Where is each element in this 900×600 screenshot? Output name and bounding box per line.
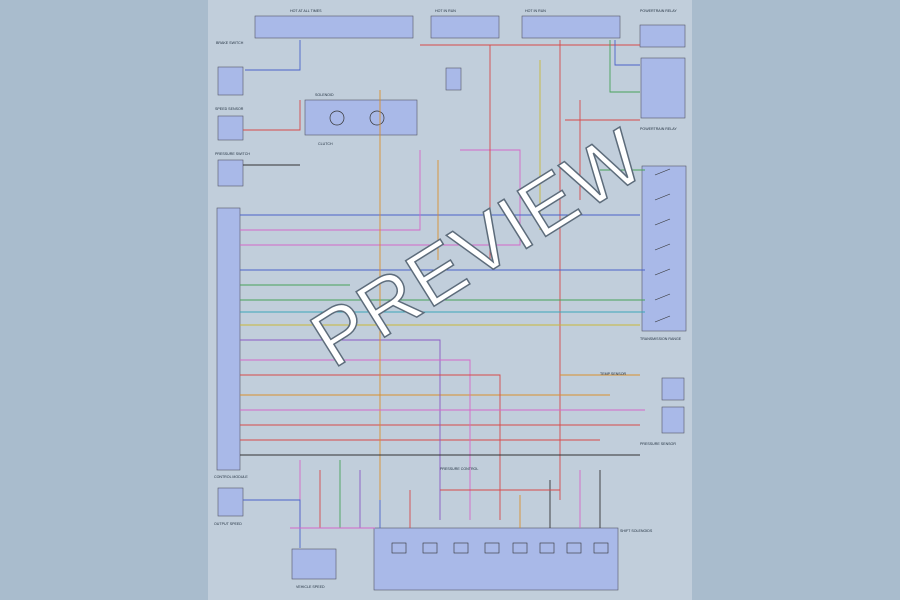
- svg-text:HOT IN RUN: HOT IN RUN: [525, 9, 546, 13]
- switch-c-box: [217, 159, 244, 187]
- connector-box: [291, 548, 337, 580]
- svg-text:SHIFT SOLENOIDS: SHIFT SOLENOIDS: [620, 529, 653, 533]
- sensor-box-2: [661, 406, 685, 434]
- vss-box: [217, 487, 244, 517]
- pcm-top-box: [254, 15, 414, 39]
- svg-text:VEHICLE SPEED: VEHICLE SPEED: [296, 585, 325, 589]
- svg-text:TEMP SENSOR: TEMP SENSOR: [600, 372, 626, 376]
- coil-box: [304, 99, 418, 136]
- ecu-left-box: [216, 207, 241, 471]
- sensor-box: [661, 377, 685, 401]
- solenoid-symbols: [391, 542, 609, 554]
- svg-text:PRESSURE CONTROL: PRESSURE CONTROL: [440, 467, 478, 471]
- fuse-box: [430, 15, 500, 39]
- svg-text:HOT AT ALL TIMES: HOT AT ALL TIMES: [290, 9, 322, 13]
- svg-text:CONTROL MODULE: CONTROL MODULE: [214, 475, 248, 479]
- svg-text:CLUTCH: CLUTCH: [318, 142, 333, 146]
- trs-box: [641, 165, 687, 332]
- solenoid-box: [373, 527, 619, 591]
- trs-switches: [654, 168, 671, 323]
- coil-symbol: [369, 110, 385, 126]
- coil-symbol: [329, 110, 345, 126]
- relay-box: [639, 24, 686, 48]
- diagram-labels: HOT AT ALL TIMES HOT IN RUN HOT IN RUN P…: [214, 9, 682, 589]
- svg-text:POWERTRAIN RELAY: POWERTRAIN RELAY: [640, 127, 677, 131]
- svg-text:TRANSMISSION RANGE: TRANSMISSION RANGE: [640, 337, 682, 341]
- relay-coil-box: [640, 57, 686, 119]
- relay-top-box: [521, 15, 621, 39]
- small-relay-box: [445, 67, 462, 91]
- svg-text:HOT IN RUN: HOT IN RUN: [435, 9, 456, 13]
- svg-text:PRESSURE SWITCH: PRESSURE SWITCH: [215, 152, 250, 156]
- wires: [240, 40, 645, 548]
- svg-text:SOLENOID: SOLENOID: [315, 93, 334, 97]
- svg-text:PRESSURE SENSOR: PRESSURE SENSOR: [640, 442, 676, 446]
- switch-b-box: [217, 115, 244, 141]
- svg-text:SPEED SENSOR: SPEED SENSOR: [215, 107, 244, 111]
- svg-text:OUTPUT SPEED: OUTPUT SPEED: [214, 522, 242, 526]
- switch-a-box: [217, 66, 244, 96]
- svg-text:POWERTRAIN RELAY: POWERTRAIN RELAY: [640, 9, 677, 13]
- svg-text:BRAKE SWITCH: BRAKE SWITCH: [216, 41, 244, 45]
